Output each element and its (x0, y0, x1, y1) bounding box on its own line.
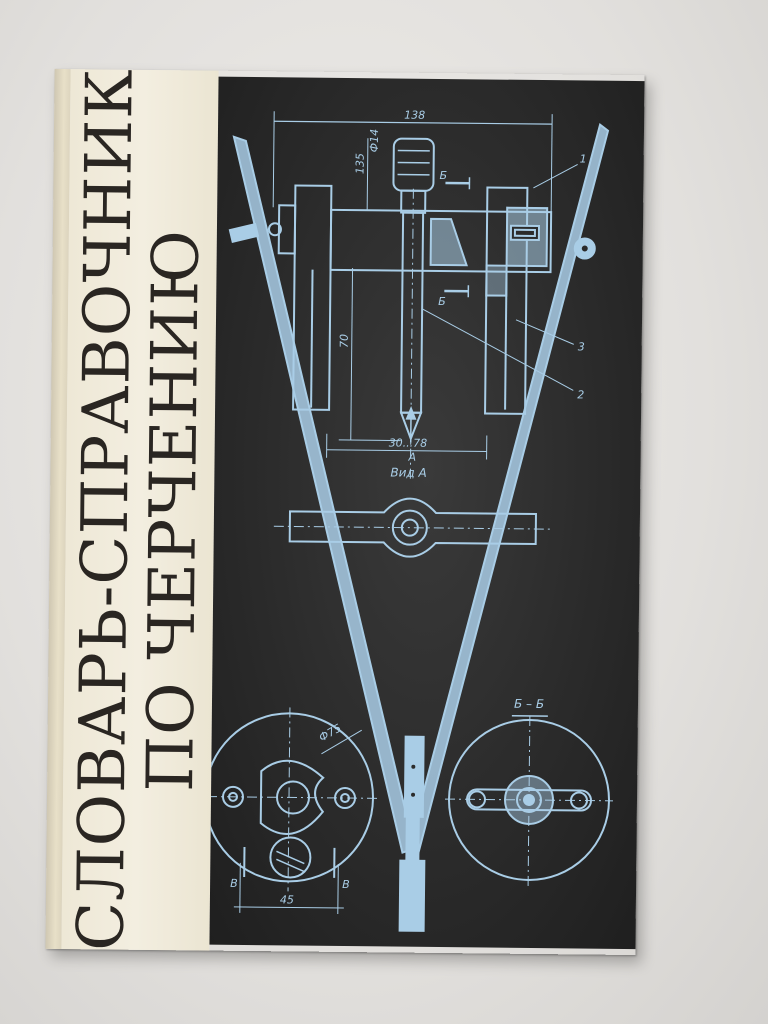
section-bb-label: Б – Б (514, 697, 544, 711)
callout-3: 3 (578, 340, 585, 353)
view-a-hole-outer (391, 509, 428, 546)
dim-label-range: 30...78 (389, 436, 428, 449)
vise-left-jaw (292, 184, 333, 411)
technical-drawing: 138 Ф14 135 70 30...78 А Б Б 1 2 3 Вид А… (209, 109, 613, 932)
compass-handle-lower (398, 859, 426, 932)
callout-2: 2 (577, 388, 584, 401)
dim-label-75: Ф75 (317, 722, 344, 745)
book-cover: СЛОВАРЬ-СПРАВОЧНИК ПО ЧЕРЧЕНИЮ (45, 68, 645, 955)
vise-crossbar (329, 208, 553, 274)
cam-profile (259, 759, 325, 835)
vise-right-jaw (484, 186, 529, 415)
left-view-bore (269, 836, 312, 879)
dim-label-dia: Ф14 (368, 129, 381, 153)
vise-left-knob (277, 204, 297, 255)
dim-label-135: 135 (354, 153, 367, 174)
dim-label-45: 45 (280, 893, 294, 906)
section-mark-b-bottom: Б (438, 295, 446, 308)
hatch-section-left (429, 217, 468, 267)
compass-handle-upper (403, 735, 425, 818)
section-mark-b-top: Б (439, 169, 447, 182)
mark-v-right: В (342, 878, 350, 891)
title-strip: СЛОВАРЬ-СПРАВОЧНИК ПО ЧЕРЧЕНИЮ (61, 68, 219, 951)
mark-v-left: В (230, 877, 238, 890)
dim-line-138 (274, 120, 553, 125)
dim-label-70: 70 (338, 334, 351, 348)
dim-ext-right (550, 114, 553, 221)
compass-left-leg (232, 135, 416, 854)
cover-illustration: 138 Ф14 135 70 30...78 А Б Б 1 2 3 Вид А… (209, 76, 645, 950)
view-a-part (288, 497, 537, 558)
dim-ext-left (272, 111, 275, 208)
view-a-label: Вид А (390, 465, 427, 479)
arrow-label-a: А (408, 451, 417, 464)
dim-label-138: 138 (404, 109, 425, 122)
callout-1: 1 (580, 152, 587, 165)
title-line-1: СЛОВАРЬ-СПРАВОЧНИК (64, 67, 148, 952)
screw-head (392, 137, 435, 192)
book-title: СЛОВАРЬ-СПРАВОЧНИК ПО ЧЕРЧЕНИЮ (64, 68, 215, 951)
title-line-2: ПО ЧЕРЧЕНИЮ (134, 228, 214, 793)
vise-bolt (267, 222, 282, 237)
